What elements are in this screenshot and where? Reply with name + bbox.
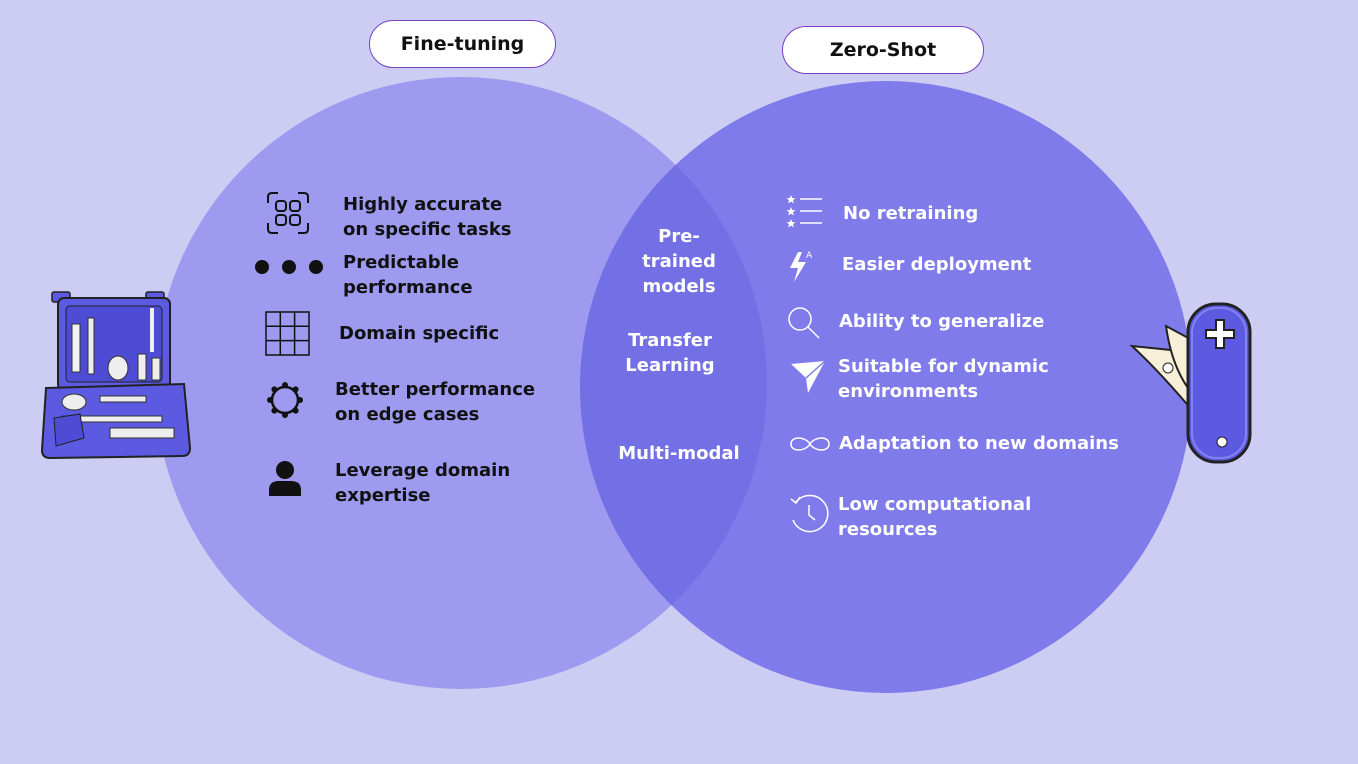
shared-item-pretrained: Pre- trained models [642,226,716,297]
fine-tuning-item-accuracy: Highly accurate on specific tasks [343,194,512,240]
fine-tuning-item-edge-cases: Better performance on edge cases [335,379,536,425]
fine-tuning-item-predictable: Predictable performance [343,252,473,298]
fine-tuning-item-domain: Domain specific [339,323,500,344]
three-dots-icon [255,260,323,274]
infinity-icon [790,437,830,451]
starred-list-icon [786,195,822,228]
paper-plane-icon [791,360,826,393]
shared-item-multimodal: Multi-modal [618,443,740,464]
svg-text:A: A [806,251,813,261]
grid-icon [265,311,310,356]
magnifier-icon [788,307,820,339]
fine-tuning-title: Fine-tuning [369,20,556,68]
zero-shot-item-deployment: Easier deployment [842,254,1032,275]
fine-tuning-item-expertise: Leverage domain expertise [335,460,511,506]
zero-shot-item-adaptation: Adaptation to new domains [839,433,1119,454]
toolbox-icon [40,291,192,460]
user-icon [269,461,301,496]
history-clock-icon [790,494,829,533]
lightning-icon: A [790,251,813,282]
zero-shot-item-low-compute: Low computational resources [838,494,1032,540]
zero-shot-item-dynamic: Suitable for dynamic environments [838,356,1049,402]
swiss-knife-icon [1129,302,1252,464]
shared-item-transfer: Transfer Learning [625,330,715,376]
zero-shot-title: Zero-Shot [782,26,984,74]
gear-ring-icon [267,382,303,418]
zero-shot-item-generalize: Ability to generalize [839,311,1045,332]
scan-grid-icon [267,192,309,234]
zero-shot-item-no-retraining: No retraining [843,203,979,224]
